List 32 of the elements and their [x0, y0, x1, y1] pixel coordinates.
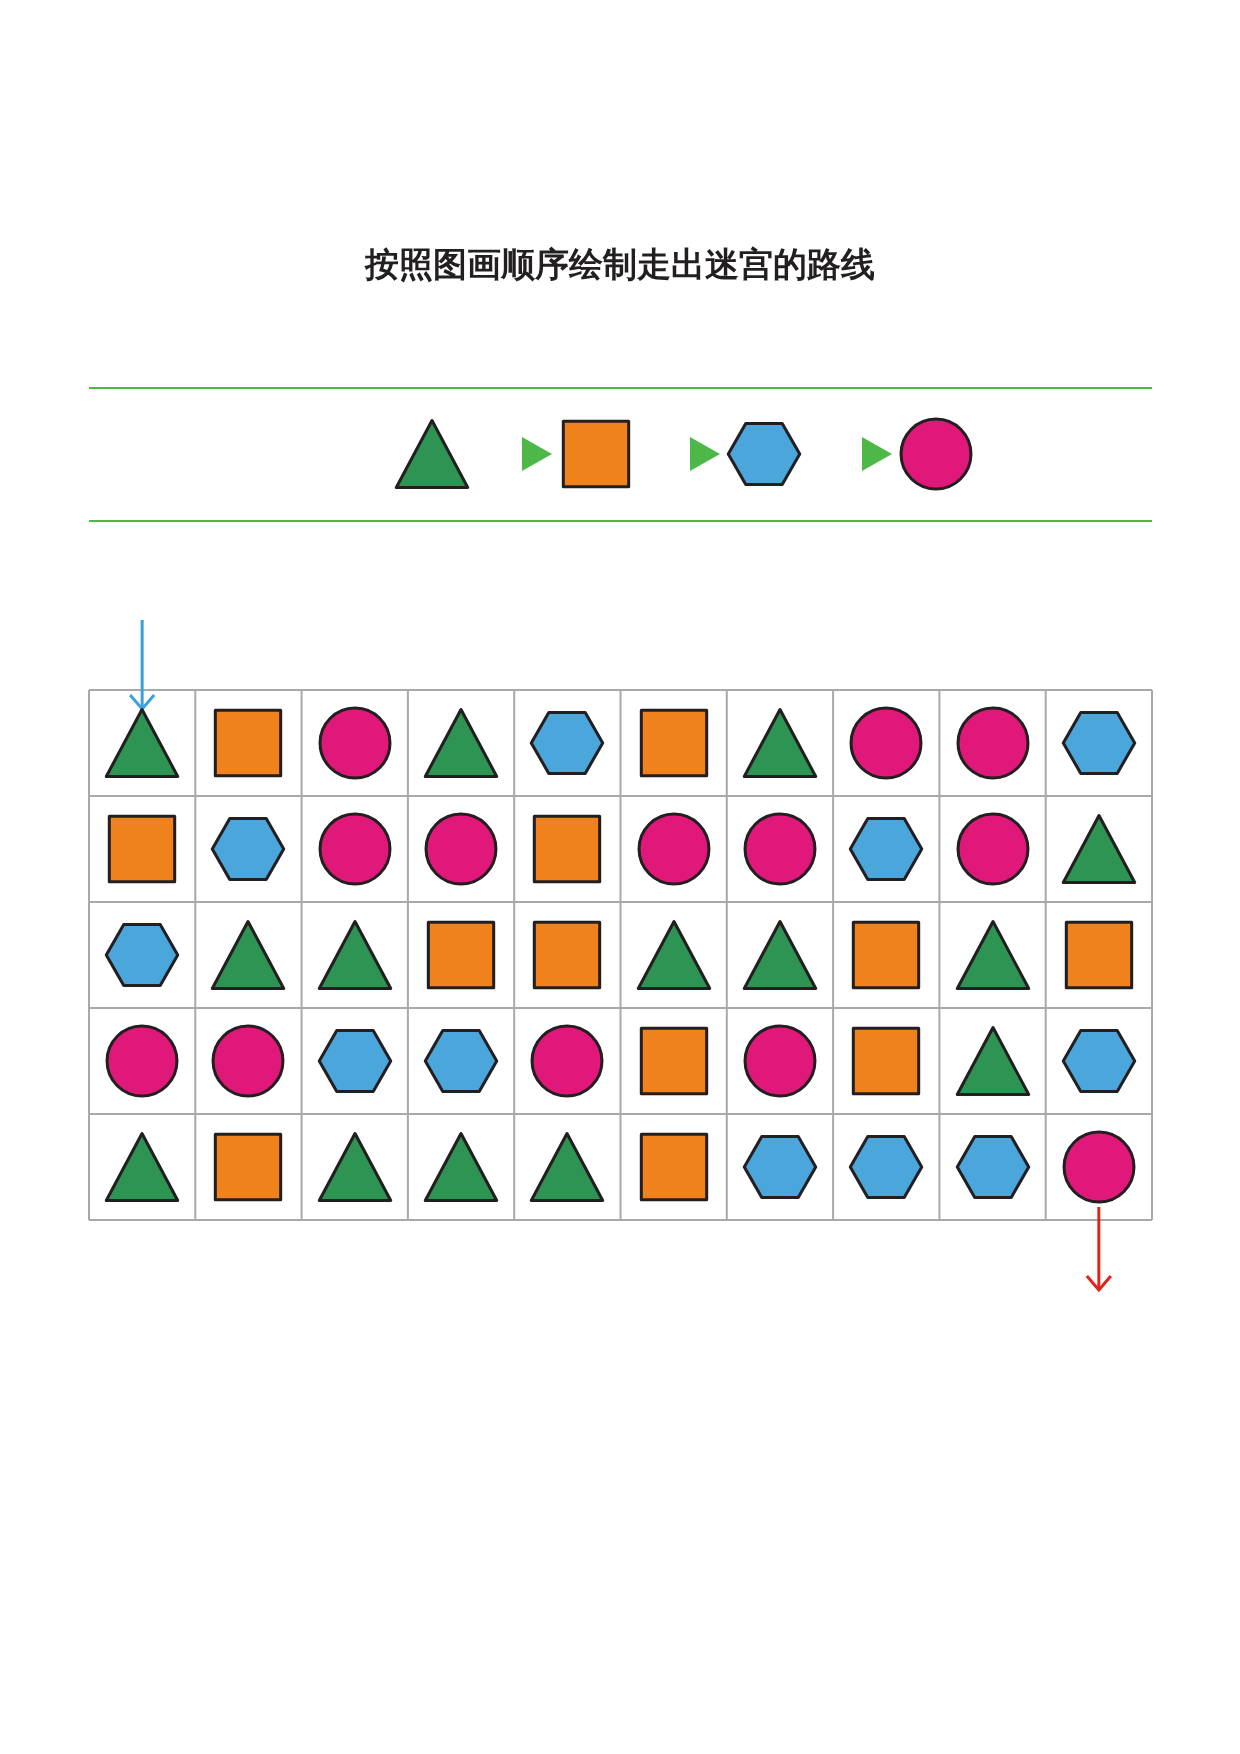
triangle-shape: [423, 1129, 500, 1205]
triangle-shape: [635, 917, 712, 993]
circle-shape: [741, 1023, 818, 1099]
triangle-shape: [741, 917, 818, 993]
circle-shape: [954, 811, 1031, 887]
arrow: [1085, 1207, 1113, 1292]
circle-shape: [529, 1023, 606, 1099]
triangle-shape: [394, 416, 470, 492]
triangle-shape: [954, 1023, 1031, 1099]
triangle-shape: [529, 1129, 606, 1205]
triangle-shape: [954, 917, 1031, 993]
triangle-shape: [423, 705, 500, 781]
circle-shape: [741, 811, 818, 887]
circle-shape: [316, 705, 393, 781]
circle-shape: [423, 811, 500, 887]
title: 按照图画顺序绘制走出迷宫的路线: [365, 244, 875, 284]
triangle-shape: [104, 705, 181, 781]
circle-shape: [848, 705, 925, 781]
triangle-shape: [316, 917, 393, 993]
triangle-shape: [104, 1129, 181, 1205]
circle-shape: [954, 705, 1031, 781]
arrow: [128, 620, 156, 711]
circle-shape: [210, 1023, 287, 1099]
triangle-shape: [741, 705, 818, 781]
triangle-shape: [1060, 811, 1137, 887]
circle-shape: [898, 416, 974, 492]
circle-shape: [316, 811, 393, 887]
triangle-shape: [316, 1129, 393, 1205]
triangle-shape: [210, 917, 287, 993]
circle-shape: [635, 811, 712, 887]
circle-shape: [104, 1023, 181, 1099]
circle-shape: [1060, 1129, 1137, 1205]
